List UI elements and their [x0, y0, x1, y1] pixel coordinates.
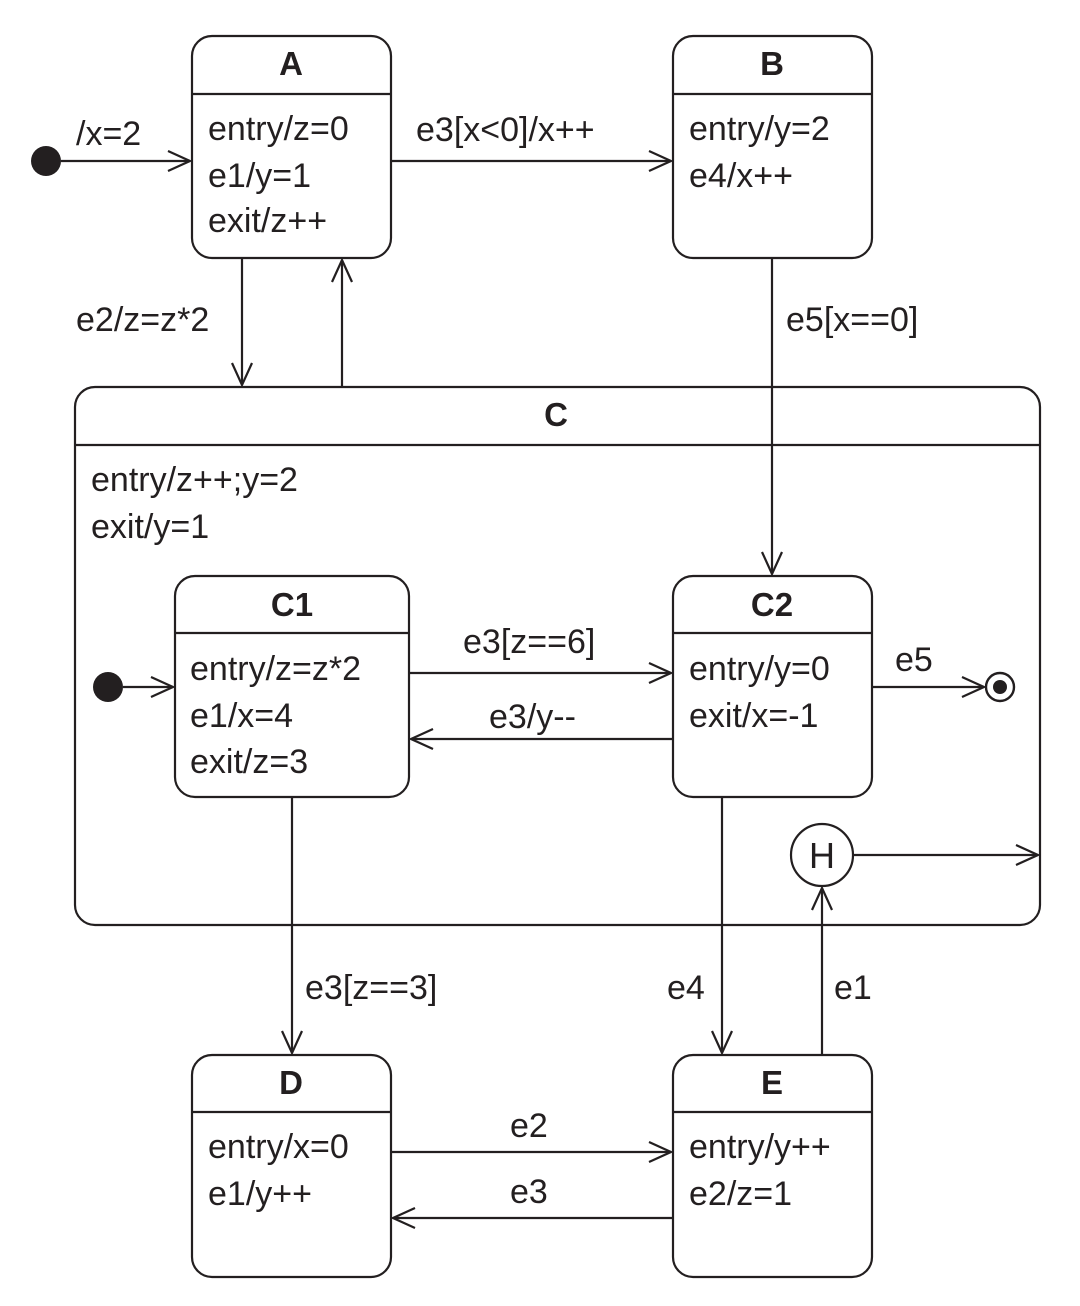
state-D-title: D — [279, 1064, 303, 1101]
transition-D-to-E[interactable] — [391, 1140, 674, 1164]
state-C1-event-action: e1/x=4 — [190, 697, 293, 735]
state-C-exit-action: exit/y=1 — [91, 508, 209, 546]
transition-A-to-B[interactable] — [391, 149, 674, 173]
state-E-title: E — [761, 1064, 783, 1101]
initial-pseudostate-top — [31, 146, 61, 176]
state-D-entry-action: entry/x=0 — [208, 1128, 349, 1166]
transition-E-to-H[interactable] — [810, 885, 834, 1055]
state-A-event-action: e1/y=1 — [208, 157, 311, 195]
transition-C1-to-D-label: e3[z==3] — [305, 969, 437, 1007]
transition-C2-to-E[interactable] — [710, 797, 734, 1056]
state-C1-entry-action: entry/z=z*2 — [190, 650, 361, 688]
state-D-event-action: e1/y++ — [208, 1175, 312, 1213]
transition-C2-to-final[interactable] — [872, 675, 987, 699]
history-label: H — [809, 835, 835, 876]
transition-C1-to-D[interactable] — [280, 797, 304, 1056]
final-state — [984, 671, 1016, 703]
initial-pseudostate-C — [93, 672, 123, 702]
transition-B-to-C2[interactable] — [760, 258, 784, 577]
state-C2-exit-action: exit/x=-1 — [689, 697, 818, 735]
transition-H-to-C[interactable] — [853, 843, 1041, 867]
state-E-event-action: e2/z=1 — [689, 1175, 792, 1213]
state-D[interactable]: D entry/x=0 e1/y++ — [190, 1053, 393, 1279]
transition-init-to-A-label: /x=2 — [76, 115, 141, 153]
state-C2-entry-action: entry/y=0 — [689, 650, 830, 688]
state-C2-title: C2 — [751, 586, 793, 623]
state-B[interactable]: B entry/y=2 e4/x++ — [671, 34, 874, 260]
transition-initC-to-C1[interactable] — [123, 675, 176, 699]
transition-C2-to-C1-label: e3/y-- — [489, 698, 576, 736]
transition-C2-to-final-label: e5 — [895, 641, 933, 679]
transition-C1-to-C2[interactable] — [409, 661, 674, 685]
transition-A-to-B-label: e3[x<0]/x++ — [416, 111, 595, 149]
state-C1-exit-action: exit/z=3 — [190, 743, 308, 781]
transition-E-to-H-label: e1 — [834, 969, 872, 1007]
transition-A-to-C-label: e2/z=z*2 — [76, 301, 209, 339]
history-pseudostate[interactable]: H — [789, 822, 855, 888]
transition-E-to-D-label: e3 — [510, 1173, 548, 1211]
transition-D-to-E-label: e2 — [510, 1107, 548, 1145]
transition-init-to-A[interactable] — [61, 149, 193, 173]
transition-C2-to-C1[interactable] — [408, 727, 673, 751]
transition-B-to-C2-label: e5[x==0] — [786, 301, 918, 339]
transition-A-to-C[interactable] — [230, 258, 254, 388]
state-C1-title: C1 — [271, 586, 313, 623]
state-C2[interactable]: C2 entry/y=0 exit/x=-1 — [671, 574, 874, 799]
state-E-entry-action: entry/y++ — [689, 1128, 831, 1166]
state-C-entry-action: entry/z++;y=2 — [91, 461, 298, 499]
state-A[interactable]: A entry/z=0 e1/y=1 exit/z++ — [190, 34, 393, 260]
state-B-title: B — [760, 45, 784, 82]
state-E[interactable]: E entry/y++ e2/z=1 — [671, 1053, 874, 1279]
transition-C1-to-C2-label: e3[z==6] — [463, 623, 595, 661]
transition-C2-to-E-label: e4 — [667, 969, 705, 1007]
state-A-exit-action: exit/z++ — [208, 202, 327, 240]
transition-C-to-A[interactable] — [330, 257, 354, 387]
state-A-entry-action: entry/z=0 — [208, 110, 349, 148]
transition-E-to-D[interactable] — [390, 1206, 673, 1230]
state-C-title: C — [544, 396, 568, 433]
state-A-title: A — [279, 45, 303, 82]
state-B-event-action: e4/x++ — [689, 157, 793, 195]
state-B-entry-action: entry/y=2 — [689, 110, 830, 148]
state-C1[interactable]: C1 entry/z=z*2 e1/x=4 exit/z=3 — [173, 574, 411, 799]
